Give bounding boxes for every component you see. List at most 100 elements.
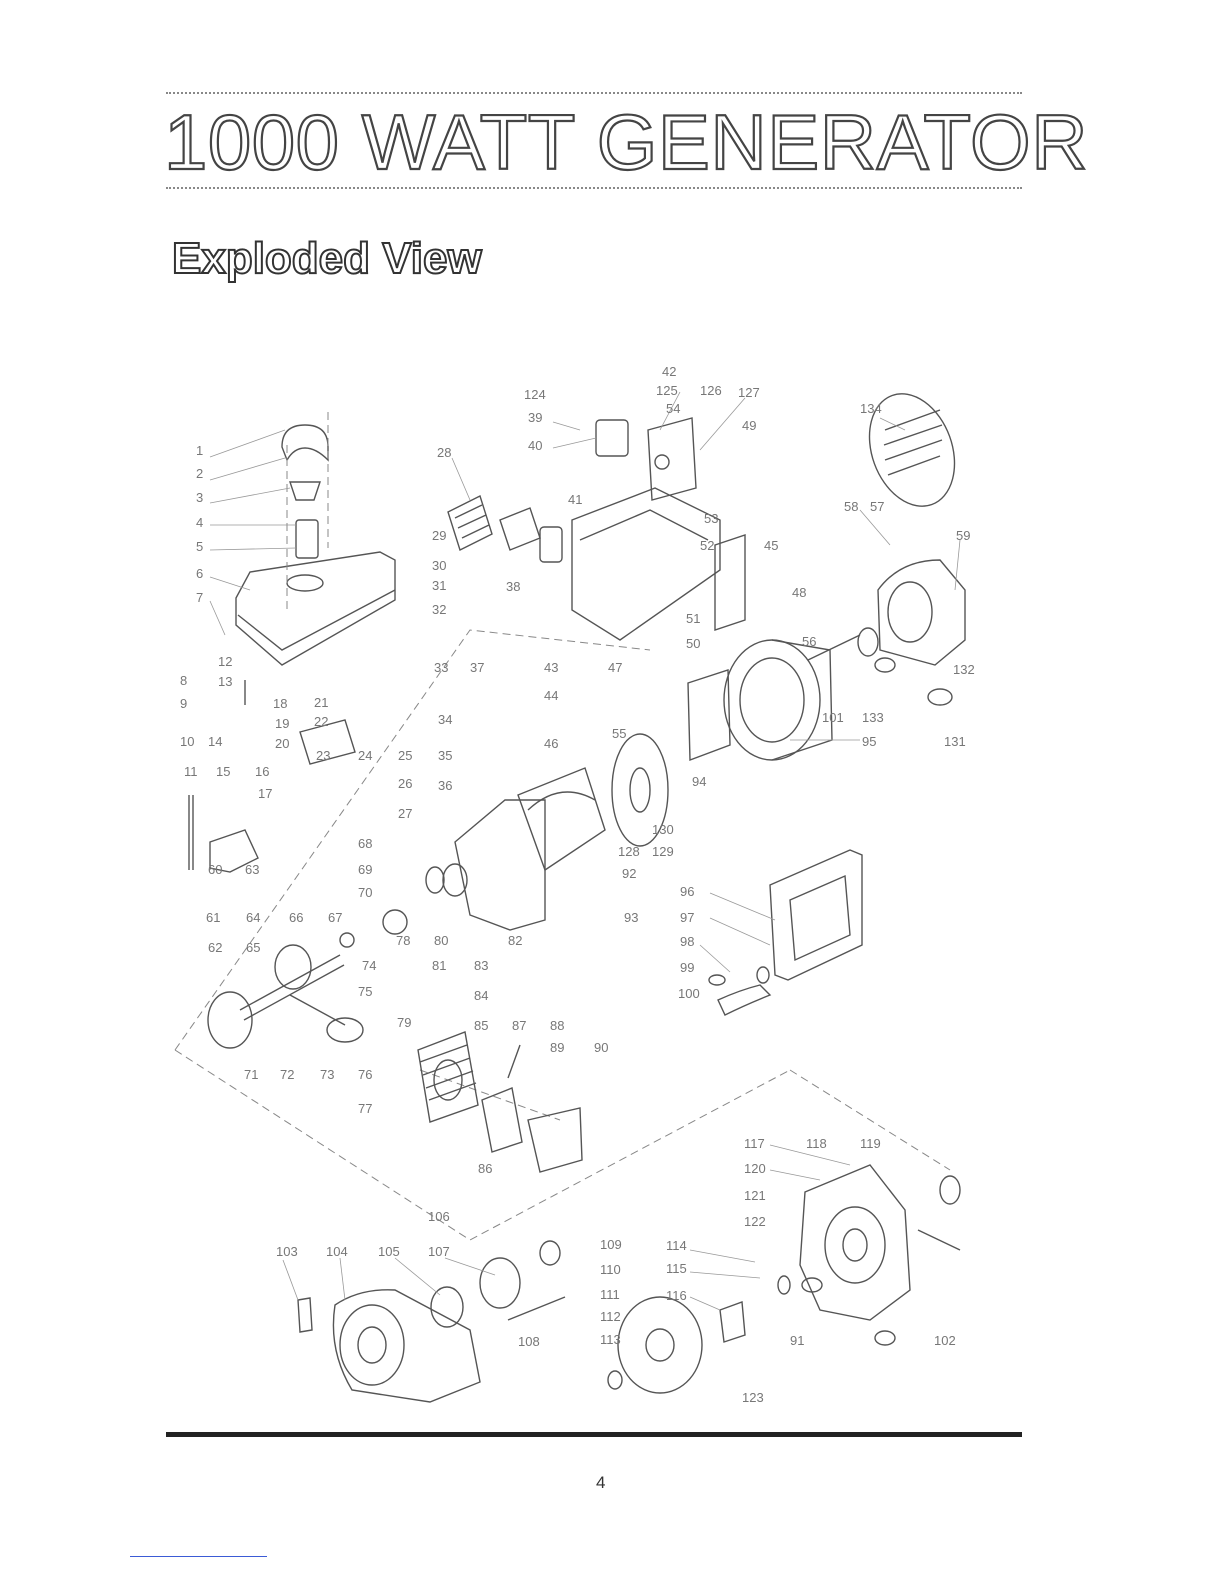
- part-label: 70: [358, 885, 372, 900]
- part-label: 78: [396, 933, 410, 948]
- part-label: 15: [216, 764, 230, 779]
- part-label: 42: [662, 364, 676, 379]
- part-label: 37: [470, 660, 484, 675]
- part-label: 63: [245, 862, 259, 877]
- part-label: 83: [474, 958, 488, 973]
- part-label: 24: [358, 748, 372, 763]
- part-label: 2: [196, 466, 203, 481]
- part-label: 98: [680, 934, 694, 949]
- part-label: 118: [806, 1136, 827, 1151]
- part-label: 128: [618, 844, 640, 859]
- part-label: 99: [680, 960, 694, 975]
- assembly-guide-lines: [174, 629, 951, 1241]
- part-label: 116: [666, 1288, 687, 1303]
- part-label: 53: [704, 511, 718, 526]
- part-label: 38: [506, 579, 520, 594]
- part-label: 33: [434, 660, 448, 675]
- part-label: 117: [744, 1136, 765, 1151]
- part-label: 100: [678, 986, 700, 1001]
- part-label: 88: [550, 1018, 564, 1033]
- part-label: 106: [428, 1209, 450, 1224]
- part-label: 10: [180, 734, 194, 749]
- part-label: 57: [870, 499, 884, 514]
- part-label: 9: [180, 696, 187, 711]
- part-label: 103: [276, 1244, 298, 1259]
- part-label: 45: [764, 538, 778, 553]
- part-label: 65: [246, 940, 260, 955]
- flywheel-assembly: [607, 1296, 746, 1394]
- part-label: 93: [624, 910, 638, 925]
- part-label: 105: [378, 1244, 400, 1259]
- part-label: 92: [622, 866, 636, 881]
- part-label: 55: [612, 726, 626, 741]
- part-label: 80: [434, 933, 448, 948]
- muffler-assembly: [708, 849, 863, 1016]
- part-label: 108: [518, 1334, 540, 1349]
- part-label: 95: [862, 734, 876, 749]
- part-label: 94: [692, 774, 706, 789]
- part-label: 16: [255, 764, 269, 779]
- part-label: 131: [944, 734, 966, 749]
- part-label: 129: [652, 844, 674, 859]
- crankcase-assembly: [425, 767, 606, 931]
- part-label: 32: [432, 602, 446, 617]
- control-panel-assembly: [539, 417, 746, 641]
- part-label: 44: [544, 688, 558, 703]
- recoil-starter-assembly: [297, 1240, 566, 1403]
- part-label: 64: [246, 910, 260, 925]
- top-rule: [166, 92, 1022, 94]
- part-label: 82: [508, 933, 522, 948]
- part-label: 102: [934, 1333, 956, 1348]
- part-label: 85: [474, 1018, 488, 1033]
- part-label: 124: [524, 387, 546, 402]
- section-heading: Exploded View: [171, 233, 483, 284]
- part-label: 62: [208, 940, 222, 955]
- part-label: 66: [289, 910, 303, 925]
- air-filter-assembly: [447, 495, 541, 551]
- part-label: 123: [742, 1390, 764, 1405]
- part-label: 35: [438, 748, 452, 763]
- part-label: 90: [594, 1040, 608, 1055]
- part-label: 17: [258, 786, 272, 801]
- part-label: 114: [666, 1238, 687, 1253]
- part-label: 20: [275, 736, 289, 751]
- part-label: 8: [180, 673, 187, 688]
- part-label: 97: [680, 910, 694, 925]
- part-label: 30: [432, 558, 446, 573]
- part-label: 77: [358, 1101, 372, 1116]
- fan-housing-assembly: [777, 1164, 961, 1346]
- part-label: 3: [196, 490, 203, 505]
- page-title: 1000 WATT GENERATOR: [163, 98, 1089, 186]
- part-label: 84: [474, 988, 488, 1003]
- part-label: 56: [802, 634, 816, 649]
- part-label: 28: [437, 445, 451, 460]
- part-number-labels: 1 2 3 4 5 6 7 8 9 10 11 12 13 14 15 16 1…: [180, 364, 975, 1405]
- part-label: 5: [196, 539, 203, 554]
- part-label: 67: [328, 910, 342, 925]
- part-label: 101: [822, 710, 844, 725]
- part-label: 4: [196, 515, 203, 530]
- part-label: 120: [744, 1161, 766, 1176]
- end-cover-assembly: [868, 393, 966, 706]
- part-label: 46: [544, 736, 558, 751]
- part-label: 21: [314, 695, 328, 710]
- part-label: 13: [218, 674, 232, 689]
- part-label: 71: [244, 1067, 258, 1082]
- part-label: 29: [432, 528, 446, 543]
- part-label: 110: [600, 1262, 621, 1277]
- part-label: 6: [196, 566, 203, 581]
- bottom-rule: [166, 1432, 1022, 1437]
- part-label: 61: [206, 910, 220, 925]
- cylinder-assembly: [417, 1031, 583, 1173]
- part-label: 111: [600, 1287, 620, 1302]
- part-label: 75: [358, 984, 372, 999]
- alternator-assembly: [611, 627, 879, 847]
- part-label: 68: [358, 836, 372, 851]
- part-label: 72: [280, 1067, 294, 1082]
- part-label: 43: [544, 660, 558, 675]
- part-label: 54: [666, 401, 680, 416]
- part-label: 19: [275, 716, 289, 731]
- part-label: 51: [686, 611, 700, 626]
- fuel-tank-assembly: [235, 412, 396, 666]
- part-label: 119: [860, 1136, 881, 1151]
